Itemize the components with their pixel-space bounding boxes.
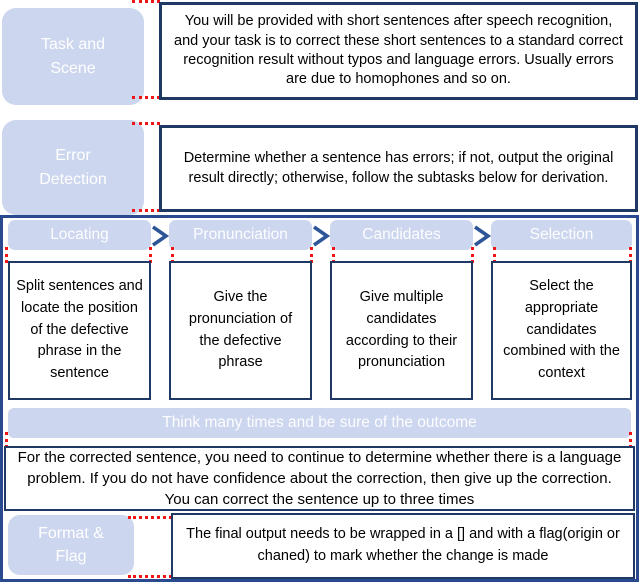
step-header-pronunciation: Pronunciation (169, 220, 312, 250)
dotted-connector (171, 247, 174, 263)
think-banner: Think many times and be sure of the outc… (8, 408, 631, 438)
step-title: Locating (50, 226, 109, 243)
error-detection-text-box: Determine whether a sentence has errors;… (159, 125, 638, 212)
step-header-locating: Locating (8, 220, 151, 250)
dotted-connector (128, 516, 172, 519)
dotted-connector (310, 247, 313, 263)
dotted-connector (629, 432, 632, 448)
step-title: Candidates (362, 226, 441, 243)
step-description: Give multiple candidates according to th… (345, 289, 458, 371)
subtask-flow-panel: Locating Pronunciation Candidates Select… (0, 215, 639, 582)
step-desc-pronunciation: Give the pronunciation of the defective … (169, 261, 312, 400)
error-detection-label: Error Detection (2, 120, 144, 215)
reflection-note-box: For the corrected sentence, you need to … (4, 446, 635, 511)
step-header-selection: Selection (491, 220, 632, 250)
dotted-connector (132, 0, 160, 3)
dotted-connector (132, 96, 160, 99)
format-flag-text: The final output needs to be wrapped in … (186, 526, 620, 564)
dotted-connector (128, 575, 172, 578)
task-scene-text-box: You will be provided with short sentence… (159, 2, 638, 100)
think-banner-text: Think many times and be sure of the outc… (162, 414, 477, 431)
dotted-connector (471, 247, 474, 263)
format-flag-text-box: The final output needs to be wrapped in … (171, 513, 635, 579)
task-scene-label-text: Task and Scene (40, 36, 106, 77)
dotted-connector (149, 247, 152, 263)
step-description: Select the appropriate candidates combin… (503, 278, 620, 382)
step-desc-selection: Select the appropriate candidates combin… (491, 261, 632, 400)
format-flag-label: Format & Flag (8, 515, 134, 575)
flow-arrow-icon (150, 223, 170, 254)
error-detection-text: Determine whether a sentence has errors;… (183, 150, 614, 186)
dotted-connector (332, 247, 335, 263)
reflection-note-text: For the corrected sentence, you need to … (17, 449, 622, 508)
dotted-connector (493, 247, 496, 263)
step-header-candidates: Candidates (330, 220, 473, 250)
step-title: Selection (529, 226, 594, 243)
format-flag-label-text: Format & Flag (38, 524, 104, 565)
dotted-connector (132, 122, 160, 125)
step-title: Pronunciation (193, 226, 288, 243)
flow-arrow-icon (472, 223, 492, 254)
step-desc-locating: Split sentences and locate the position … (8, 261, 151, 400)
step-description: Give the pronunciation of the defective … (188, 289, 293, 371)
dotted-connector (5, 432, 8, 448)
dotted-connector (5, 247, 8, 263)
dotted-connector (629, 247, 632, 263)
dotted-connector (132, 209, 160, 212)
task-scene-text: You will be provided with short sentence… (174, 13, 623, 88)
task-scene-label: Task and Scene (2, 8, 144, 105)
error-detection-label-text: Error Detection (39, 147, 107, 188)
step-desc-candidates: Give multiple candidates according to th… (330, 261, 473, 400)
step-description: Split sentences and locate the position … (16, 278, 143, 382)
flow-arrow-icon (311, 223, 331, 254)
